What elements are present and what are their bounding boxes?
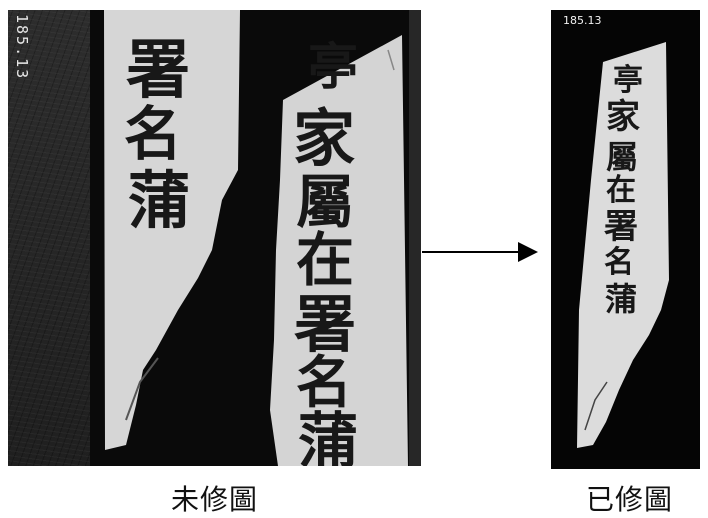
right-arrow-icon (518, 242, 538, 262)
bamboo-slips-before: 署 名 蒲 亭 家 屬 在 署 名 蒲 (104, 10, 408, 466)
slip-a-glyph-2: 名 (124, 100, 182, 168)
arrow-shaft (422, 251, 519, 253)
slip-a-glyph-1: 署 (126, 33, 190, 108)
right-edge-strip (409, 10, 421, 466)
slip-a-glyph-3: 蒲 (128, 164, 190, 237)
bamboo-slip-after: 亭 家 屬 在 署 名 蒲 (577, 42, 669, 448)
after-glyph-3: 屬 (606, 138, 638, 176)
slip-b-glyph-4: 在 (296, 226, 354, 294)
catalog-number-label: 185.13 (13, 14, 31, 81)
after-glyph-6: 名 (604, 245, 634, 280)
before-caption: 未修圖 (171, 483, 259, 516)
after-glyph-7: 蒲 (605, 280, 637, 318)
after-glyph-2: 家 (606, 97, 640, 137)
slip-b-glyph-7: 蒲 (298, 407, 358, 466)
after-glyph-4: 在 (606, 173, 636, 208)
slip-b-glyph-2: 家 (293, 102, 355, 175)
slip-b-glyph-5: 署 (294, 288, 356, 361)
slip-after (577, 42, 669, 448)
after-glyph-5: 署 (604, 207, 638, 247)
after-image: 亭 家 屬 在 署 名 蒲 185.13 (551, 10, 700, 469)
after-caption: 已修圖 (586, 483, 674, 516)
slip-b-glyph-6: 名 (296, 350, 352, 416)
slip-a (104, 10, 240, 450)
slip-b-glyph-1: 亭 (308, 37, 358, 96)
slip-b (270, 35, 408, 466)
slip-b-glyph-3: 屬 (296, 168, 354, 236)
catalog-number-label: 185.13 (563, 14, 602, 27)
after-glyph-1: 亭 (613, 63, 643, 98)
before-image: 署 名 蒲 亭 家 屬 在 署 名 蒲 185.13 (8, 10, 421, 466)
